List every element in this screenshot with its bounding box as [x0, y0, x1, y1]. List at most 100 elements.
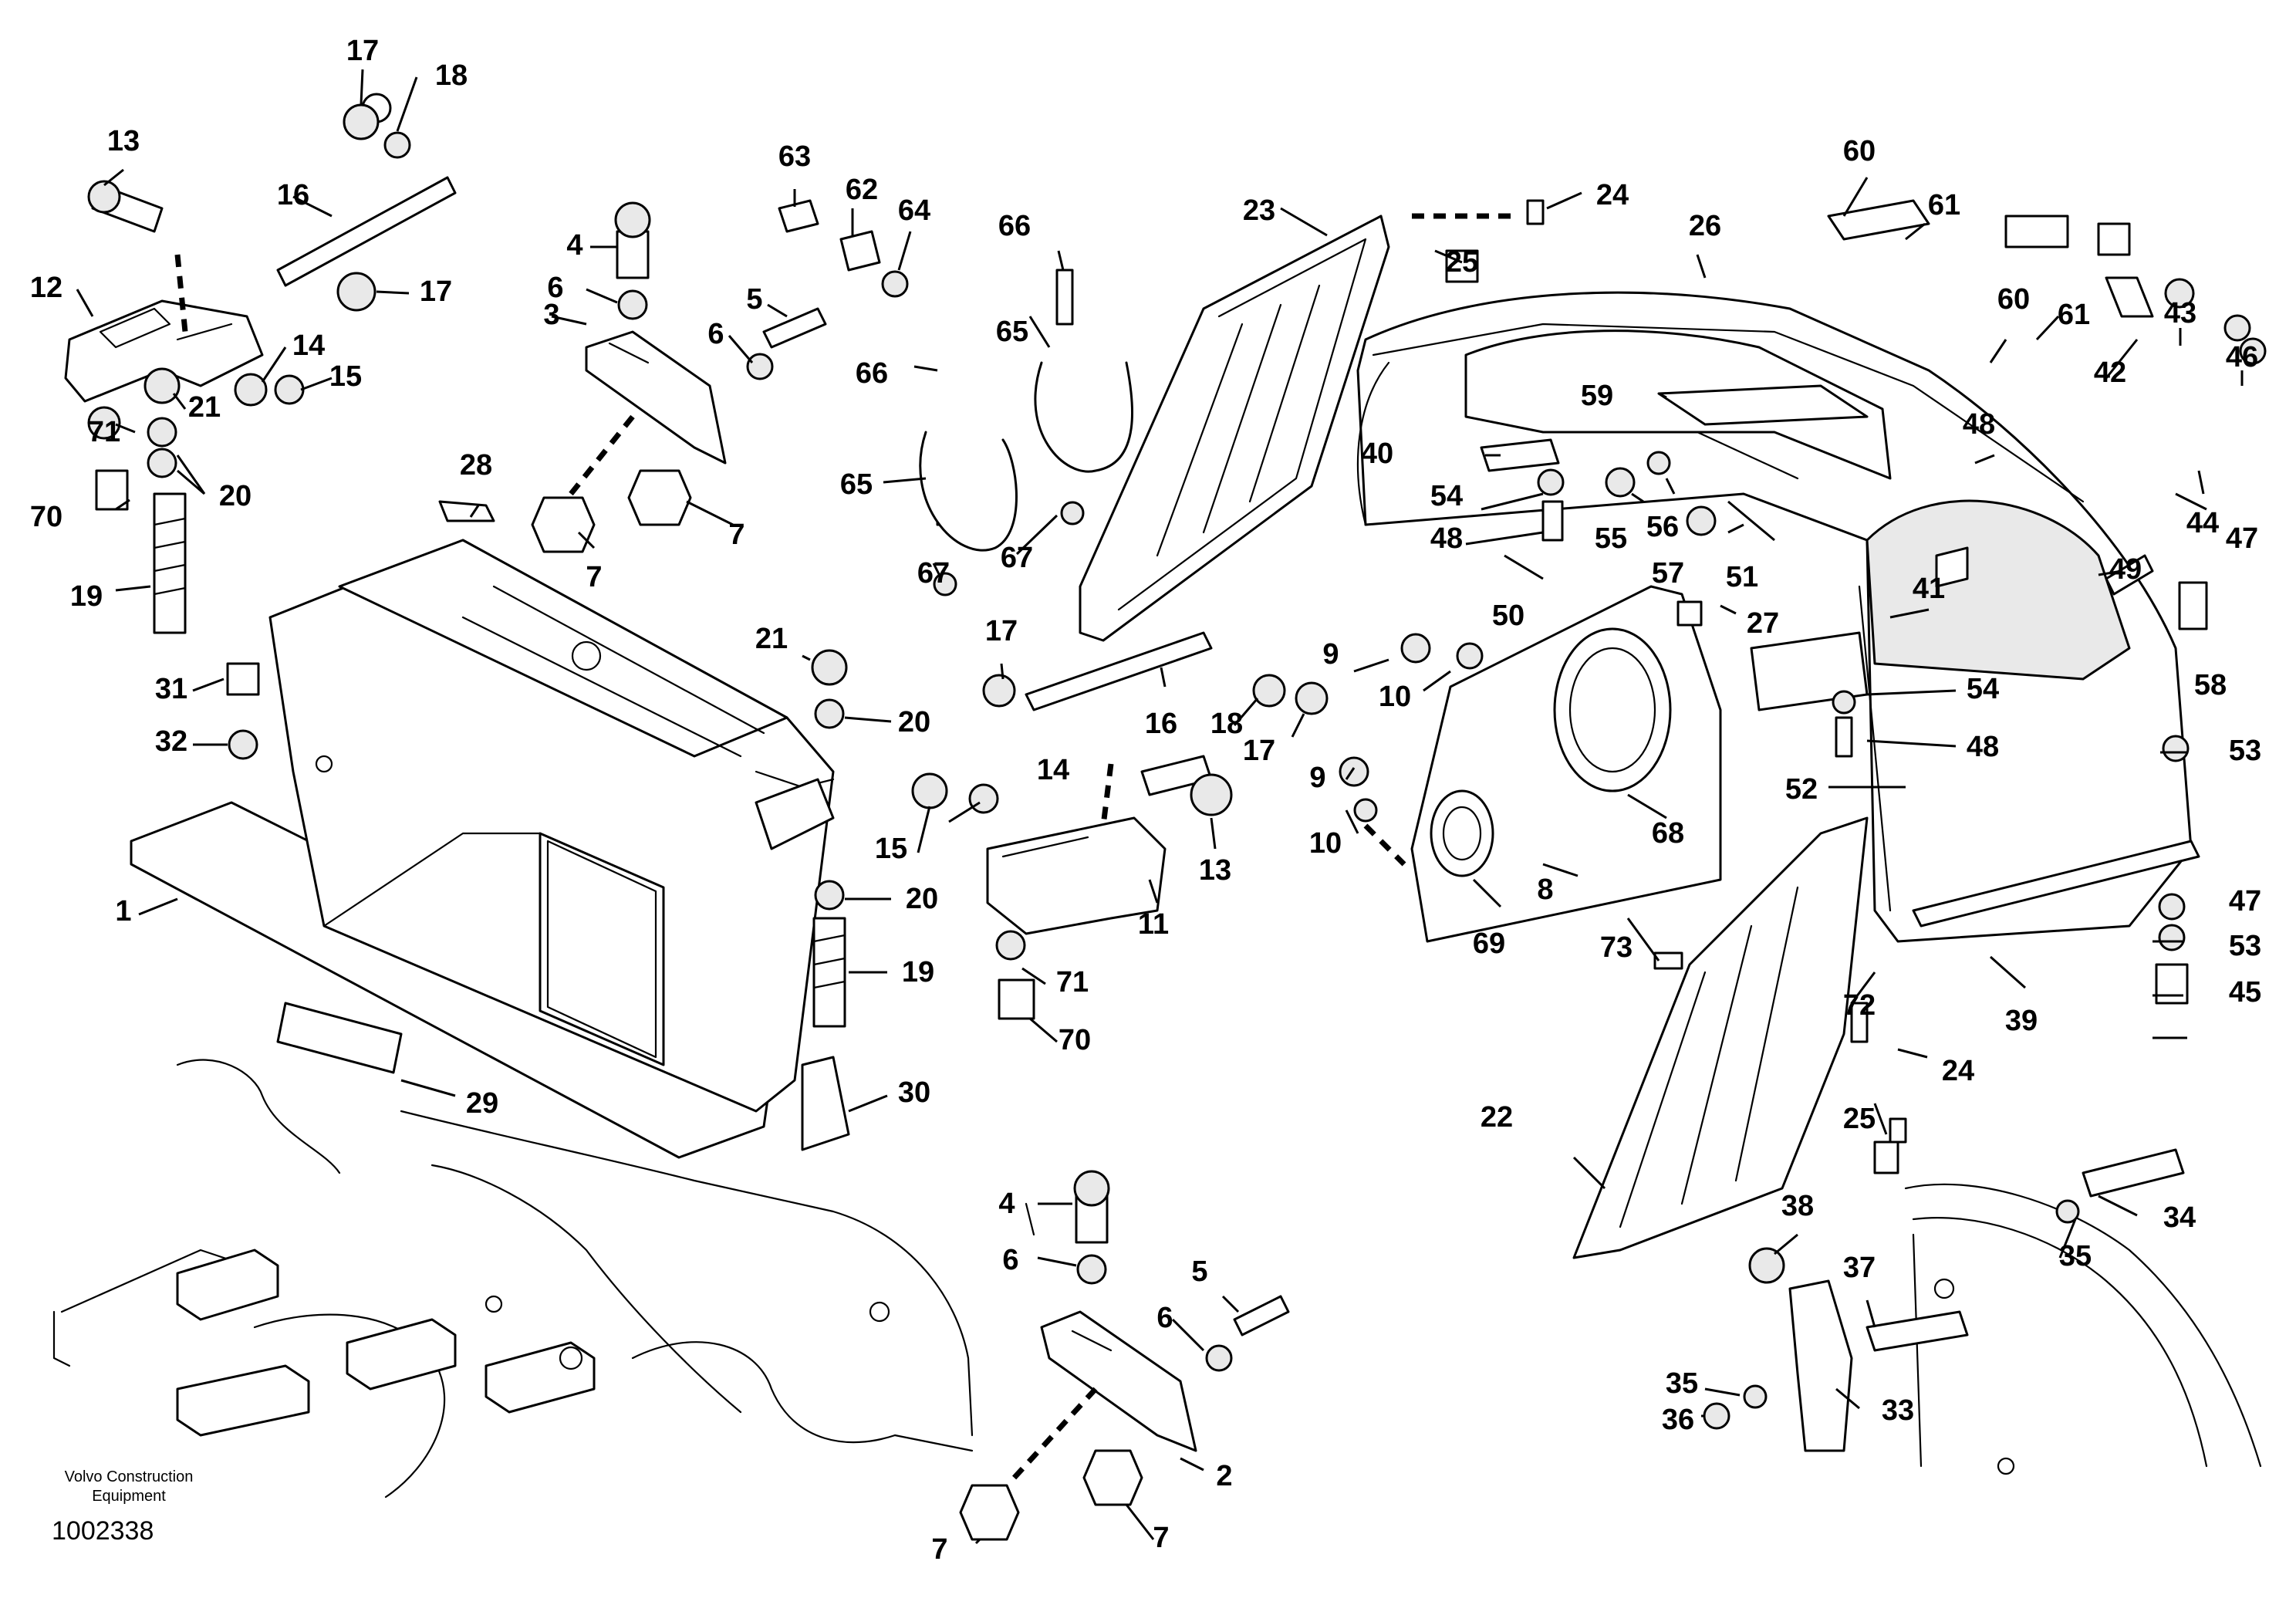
callout-46: 46	[2226, 341, 2258, 373]
callout-26: 26	[1689, 210, 1721, 242]
callout-67: 67	[1001, 542, 1033, 574]
callout-41: 41	[1913, 573, 1945, 605]
callout-1: 1	[115, 895, 131, 928]
callout-10: 10	[1309, 827, 1342, 860]
callout-7: 7	[1153, 1522, 1169, 1554]
callout-52: 52	[1785, 773, 1818, 806]
callout-38: 38	[1781, 1190, 1814, 1222]
footer: Volvo Construction Equipment 1002338	[52, 1468, 193, 1546]
callout-22: 22	[1481, 1101, 1513, 1134]
callout-66: 66	[998, 210, 1031, 242]
callout-44: 44	[2186, 507, 2219, 539]
bracket-upper	[531, 201, 827, 553]
callout-13: 13	[107, 125, 140, 157]
callout-69: 69	[1473, 928, 1505, 960]
callout-57: 57	[1652, 557, 1684, 590]
callout-5: 5	[746, 283, 762, 316]
callout-4: 4	[566, 229, 582, 262]
callout-4: 4	[998, 1188, 1015, 1220]
callout-65: 65	[996, 316, 1028, 348]
callout-14: 14	[292, 329, 325, 362]
callout-6: 6	[547, 272, 563, 304]
callout-33: 33	[1882, 1394, 1914, 1427]
callout-20: 20	[219, 480, 252, 512]
shroud-panel-right	[1572, 816, 1907, 1259]
housing-fasteners	[226, 500, 850, 1151]
callout-24: 24	[1596, 179, 1629, 211]
callout-45: 45	[2229, 976, 2261, 1009]
callout-66: 66	[856, 357, 888, 390]
callout-71: 71	[1056, 966, 1089, 999]
clamp-set	[778, 199, 1134, 596]
callout-14: 14	[1037, 754, 1069, 786]
callout-43: 43	[2164, 297, 2196, 329]
callout-37: 37	[1843, 1252, 1876, 1284]
callout-48: 48	[1963, 408, 1995, 441]
callout-19: 19	[902, 956, 934, 988]
callout-12: 12	[30, 272, 62, 304]
callout-73: 73	[1600, 931, 1633, 964]
callout-5: 5	[1191, 1255, 1207, 1288]
main-housing	[130, 539, 835, 1159]
callout-68: 68	[1652, 817, 1684, 850]
callout-54: 54	[1430, 480, 1463, 512]
callout-54: 54	[1967, 673, 1999, 705]
callout-7: 7	[728, 519, 745, 551]
callout-35: 35	[2059, 1240, 2092, 1272]
shroud-panel-left	[1079, 199, 1545, 642]
engine-cover	[1356, 291, 2200, 943]
callout-63: 63	[778, 140, 811, 173]
callout-60: 60	[1843, 135, 1876, 167]
callout-15: 15	[875, 833, 907, 865]
callout-48: 48	[1967, 731, 1999, 763]
callout-30: 30	[898, 1076, 930, 1109]
callout-59: 59	[1581, 380, 1613, 412]
callout-6: 6	[1002, 1244, 1018, 1276]
callout-35: 35	[1666, 1367, 1698, 1400]
callout-24: 24	[1942, 1055, 1974, 1087]
bracket-lower	[959, 1170, 1290, 1541]
callout-67: 67	[917, 557, 950, 590]
callout-72: 72	[1843, 989, 1876, 1022]
callout-10: 10	[1379, 681, 1411, 713]
brand-line-2: Equipment	[92, 1488, 166, 1505]
callout-71: 71	[88, 416, 120, 448]
callout-leaders	[76, 69, 2244, 1545]
callout-53: 53	[2229, 735, 2261, 767]
callout-21: 21	[755, 623, 788, 655]
callout-50: 50	[1492, 600, 1524, 632]
callout-6: 6	[1156, 1302, 1173, 1334]
callout-32: 32	[155, 725, 187, 758]
callout-34: 34	[2163, 1201, 2196, 1234]
callout-11: 11	[1138, 908, 1169, 941]
callout-61: 61	[1928, 189, 1960, 221]
callout-70: 70	[1059, 1024, 1091, 1056]
callout-53: 53	[2229, 930, 2261, 962]
callout-2: 2	[1216, 1460, 1232, 1492]
callout-55: 55	[1595, 522, 1627, 555]
callout-9: 9	[1309, 762, 1325, 794]
callout-29: 29	[466, 1087, 498, 1120]
callout-40: 40	[1361, 438, 1393, 470]
callout-58: 58	[2194, 669, 2227, 701]
callout-7: 7	[931, 1533, 947, 1566]
callout-7: 7	[586, 561, 602, 593]
callout-31: 31	[155, 673, 187, 705]
callout-47: 47	[2229, 885, 2261, 917]
callout-6: 6	[707, 318, 724, 350]
callout-62: 62	[846, 174, 878, 206]
callout-42: 42	[2094, 357, 2126, 389]
callout-16: 16	[277, 179, 309, 211]
callout-25: 25	[1446, 246, 1478, 279]
callout-19: 19	[70, 580, 103, 613]
callout-28: 28	[460, 449, 492, 482]
callout-65: 65	[840, 468, 873, 501]
callout-17: 17	[985, 615, 1018, 647]
callout-17: 17	[346, 35, 379, 67]
callout-16: 16	[1145, 708, 1177, 740]
callout-23: 23	[1243, 194, 1275, 227]
callout-18: 18	[1210, 708, 1243, 740]
callout-15: 15	[329, 360, 362, 393]
brand-line-1: Volvo Construction	[65, 1468, 194, 1485]
